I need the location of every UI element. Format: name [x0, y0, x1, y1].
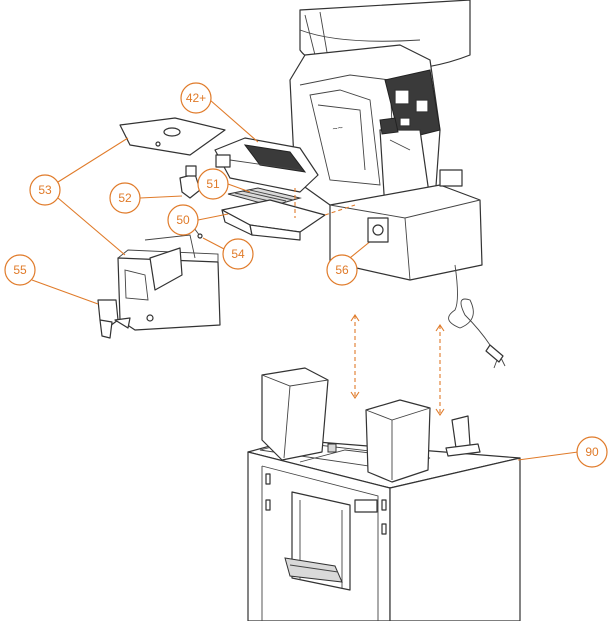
cabinet-bin-left — [261, 367, 329, 461]
callout-50: 50 — [167, 204, 199, 236]
callout-56: 56 — [326, 254, 358, 286]
cabinet-bin-right — [365, 399, 431, 483]
callout-53: 53 — [29, 174, 61, 206]
drip-tray-lid — [119, 117, 226, 156]
callout-51: 51 — [197, 168, 229, 200]
callout-90: 90 — [576, 436, 608, 468]
callout-54: 54 — [222, 238, 254, 270]
cabinet-bracket — [445, 415, 481, 457]
water-reservoir — [117, 234, 221, 331]
callout-55: 55 — [4, 254, 36, 286]
valve-part — [179, 165, 201, 199]
grounds-drawer — [214, 137, 319, 193]
callout-42: 42+ — [180, 82, 212, 114]
callout-54-label: 54 — [231, 247, 245, 261]
callout-55-label: 55 — [13, 263, 27, 277]
assembly-guides — [294, 188, 445, 416]
water-tap — [97, 299, 131, 339]
socket-plate — [367, 217, 389, 243]
callout-90-label: 90 — [585, 445, 599, 459]
cabinet — [247, 439, 521, 621]
callout-50-label: 50 — [176, 213, 190, 227]
callout-51-label: 51 — [206, 177, 220, 191]
drip-tray — [221, 199, 326, 241]
leader-lines — [31, 99, 579, 461]
callout-42-label: 42+ — [186, 91, 206, 105]
svg-text:~~: ~~ — [332, 122, 344, 134]
drip-grid — [227, 187, 302, 207]
callout-56-label: 56 — [335, 263, 349, 277]
callout-53-label: 53 — [38, 183, 52, 197]
callout-52-label: 52 — [118, 191, 132, 205]
grinder-body: ~~ — [289, 0, 506, 369]
callout-52: 52 — [109, 182, 141, 214]
